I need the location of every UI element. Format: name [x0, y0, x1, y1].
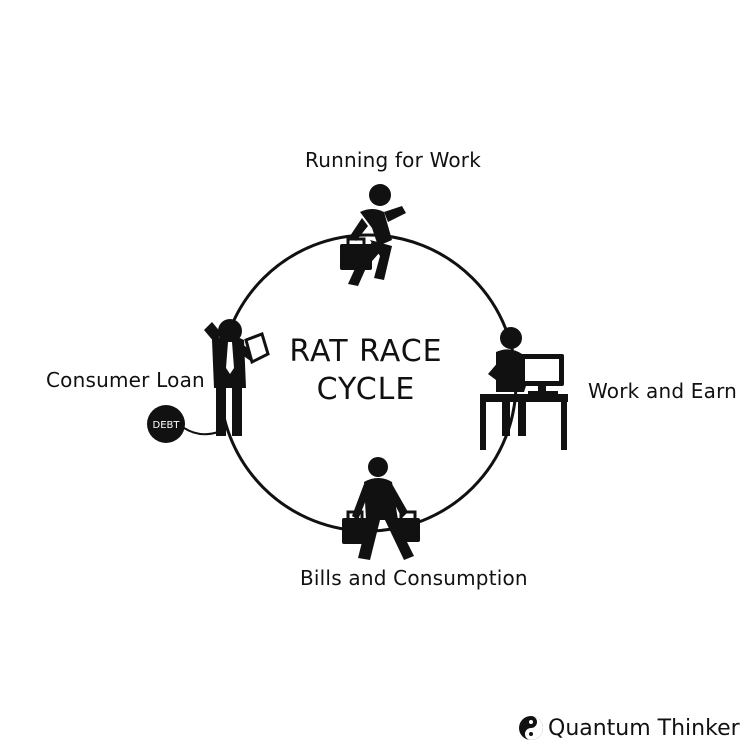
stressed-borrower-icon: [183, 319, 270, 436]
brand-watermark: Quantum Thinker: [518, 713, 740, 743]
debt-ball-icon: DEBT: [147, 405, 185, 443]
stage-label-bottom: Bills and Consumption: [300, 566, 528, 590]
title-line-2: CYCLE: [316, 372, 416, 407]
stage-label-left: Consumer Loan: [46, 368, 205, 392]
shopping-person-icon: [342, 457, 420, 560]
stage-label-top: Running for Work: [305, 148, 482, 172]
debt-ball-label: DEBT: [153, 420, 181, 431]
yin-yang-icon: [519, 716, 543, 740]
running-man-icon: [340, 184, 406, 286]
stage-label-right: Work and Earn: [588, 379, 738, 403]
title-line-1: RAT RACE: [289, 334, 443, 369]
office-worker-icon: [480, 327, 568, 450]
brand-name: Quantum Thinker: [548, 715, 740, 741]
diagram-title: RAT RACE CYCLE: [255, 333, 477, 409]
